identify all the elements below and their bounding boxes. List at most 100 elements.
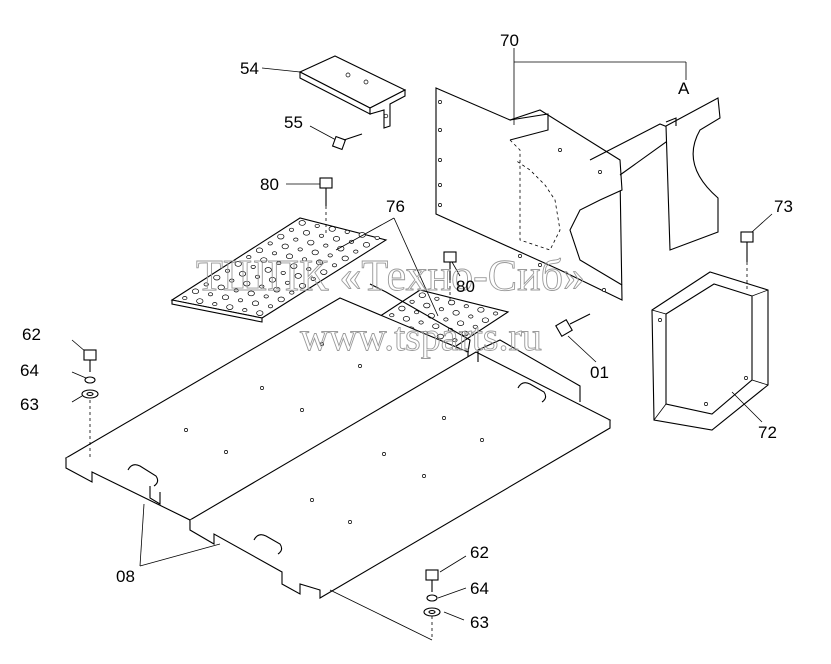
perforation-hole xyxy=(318,233,325,238)
part-55-bolt xyxy=(309,125,363,151)
perforation-hole xyxy=(246,255,252,260)
perforation-hole xyxy=(256,310,264,316)
perforation-hole xyxy=(234,261,242,267)
perforation-hole xyxy=(264,267,272,273)
callout-62-bottom: 62 xyxy=(470,543,489,562)
perforation-hole xyxy=(468,314,474,319)
perforation-hole xyxy=(301,257,308,262)
panel-edge-holes xyxy=(438,100,606,292)
callout-73: 73 xyxy=(774,197,793,216)
part-54-bracket xyxy=(298,55,407,129)
callout-76: 76 xyxy=(386,197,405,216)
perforation-hole xyxy=(314,223,320,228)
perforation-hole xyxy=(297,247,303,252)
perforation-hole xyxy=(242,308,248,313)
perforation-hole xyxy=(337,245,345,252)
perforation-hole xyxy=(448,299,456,306)
perforation-hole xyxy=(310,276,316,281)
perforation-hole xyxy=(267,304,274,309)
perforation-hole xyxy=(423,302,431,309)
perforation-hole xyxy=(285,253,294,260)
callout-80-right: 80 xyxy=(456,277,475,296)
callout-55: 55 xyxy=(284,113,303,132)
leader-76 xyxy=(335,217,439,317)
perforation-hole xyxy=(182,296,188,301)
perforation-hole xyxy=(280,270,286,275)
perforation-hole xyxy=(298,220,306,226)
perforation-hole xyxy=(281,243,289,250)
perforation-hole xyxy=(250,264,256,269)
fastener-stack-left xyxy=(71,339,99,458)
perforation-hole xyxy=(196,298,204,304)
perforation-hole xyxy=(290,263,298,269)
leader-08 xyxy=(139,503,221,567)
callout-01: 01 xyxy=(590,363,609,382)
perforation-hole xyxy=(191,288,200,295)
fastener-stack-bottom xyxy=(329,555,467,641)
watermark-line-1: ТШПК «Техно-Сиб» xyxy=(196,251,585,300)
part-08-floor-plate-right xyxy=(188,339,612,599)
perforation-hole xyxy=(457,320,465,326)
perforation-hole xyxy=(259,284,265,289)
perforation-hole xyxy=(328,226,336,232)
perforation-hole xyxy=(247,290,255,297)
perforation-hole xyxy=(217,284,225,291)
perforation-hole xyxy=(212,302,218,307)
perforation-hole xyxy=(414,310,420,315)
perforation-hole xyxy=(260,257,268,263)
floor-right-holes xyxy=(310,416,484,524)
perforation-hole xyxy=(477,307,485,313)
perforation-hole xyxy=(327,253,333,258)
perforation-hole xyxy=(298,283,307,289)
part-80-bolt-left xyxy=(286,177,333,236)
perforation-hole xyxy=(293,237,299,242)
perforation-hole xyxy=(493,311,499,316)
perforation-hole xyxy=(276,261,282,266)
callout-63-left: 63 xyxy=(20,395,39,414)
leader-54 xyxy=(261,67,301,73)
perforation-hole xyxy=(251,300,260,307)
perforation-hole xyxy=(289,290,295,295)
callout-64-bottom: 64 xyxy=(470,579,489,598)
perforation-hole xyxy=(307,239,315,246)
watermark-line-2: www.tsparts.ru xyxy=(300,314,542,359)
perforation-hole xyxy=(226,304,234,310)
perforation-hole xyxy=(306,267,312,272)
perforation-hole xyxy=(418,320,424,325)
part-72-frame xyxy=(651,271,769,431)
callout-63-bottom: 63 xyxy=(470,613,489,632)
perforation-hole xyxy=(284,280,291,285)
perforation-hole xyxy=(320,269,328,275)
leader-70 xyxy=(513,48,687,125)
perforation-hole xyxy=(277,296,285,303)
perforation-hole xyxy=(418,292,426,298)
plate-left-holes xyxy=(182,220,380,316)
perforation-hole xyxy=(323,243,329,248)
perforation-hole xyxy=(452,338,458,343)
perforation-hole xyxy=(443,317,449,322)
watermark: ТШПК «Техно-Сиб» www.tsparts.ru xyxy=(196,251,586,360)
perforation-hole xyxy=(271,251,278,256)
perforation-hole xyxy=(452,310,460,316)
perforation-hole xyxy=(311,249,319,256)
perforation-hole xyxy=(331,263,338,268)
callout-80-left: 80 xyxy=(260,175,279,194)
perforation-hole xyxy=(463,304,469,309)
perforation-hole xyxy=(224,268,231,273)
perforation-hole xyxy=(207,292,214,297)
perforation-hole xyxy=(341,255,349,262)
perforation-hole xyxy=(229,278,235,283)
perforation-hole xyxy=(238,271,247,277)
perforation-hole xyxy=(203,282,209,287)
perforation-hole xyxy=(436,333,444,340)
perforation-hole xyxy=(398,305,406,312)
perforation-hole xyxy=(221,294,230,301)
perforation-hole xyxy=(237,298,244,303)
callout-labels: 54 55 70 A 80 76 80 73 62 64 63 01 72 08… xyxy=(20,31,793,632)
perforation-hole xyxy=(277,233,285,240)
perforation-hole xyxy=(438,307,444,312)
perforation-hole xyxy=(344,229,350,234)
perforation-hole xyxy=(213,274,221,281)
